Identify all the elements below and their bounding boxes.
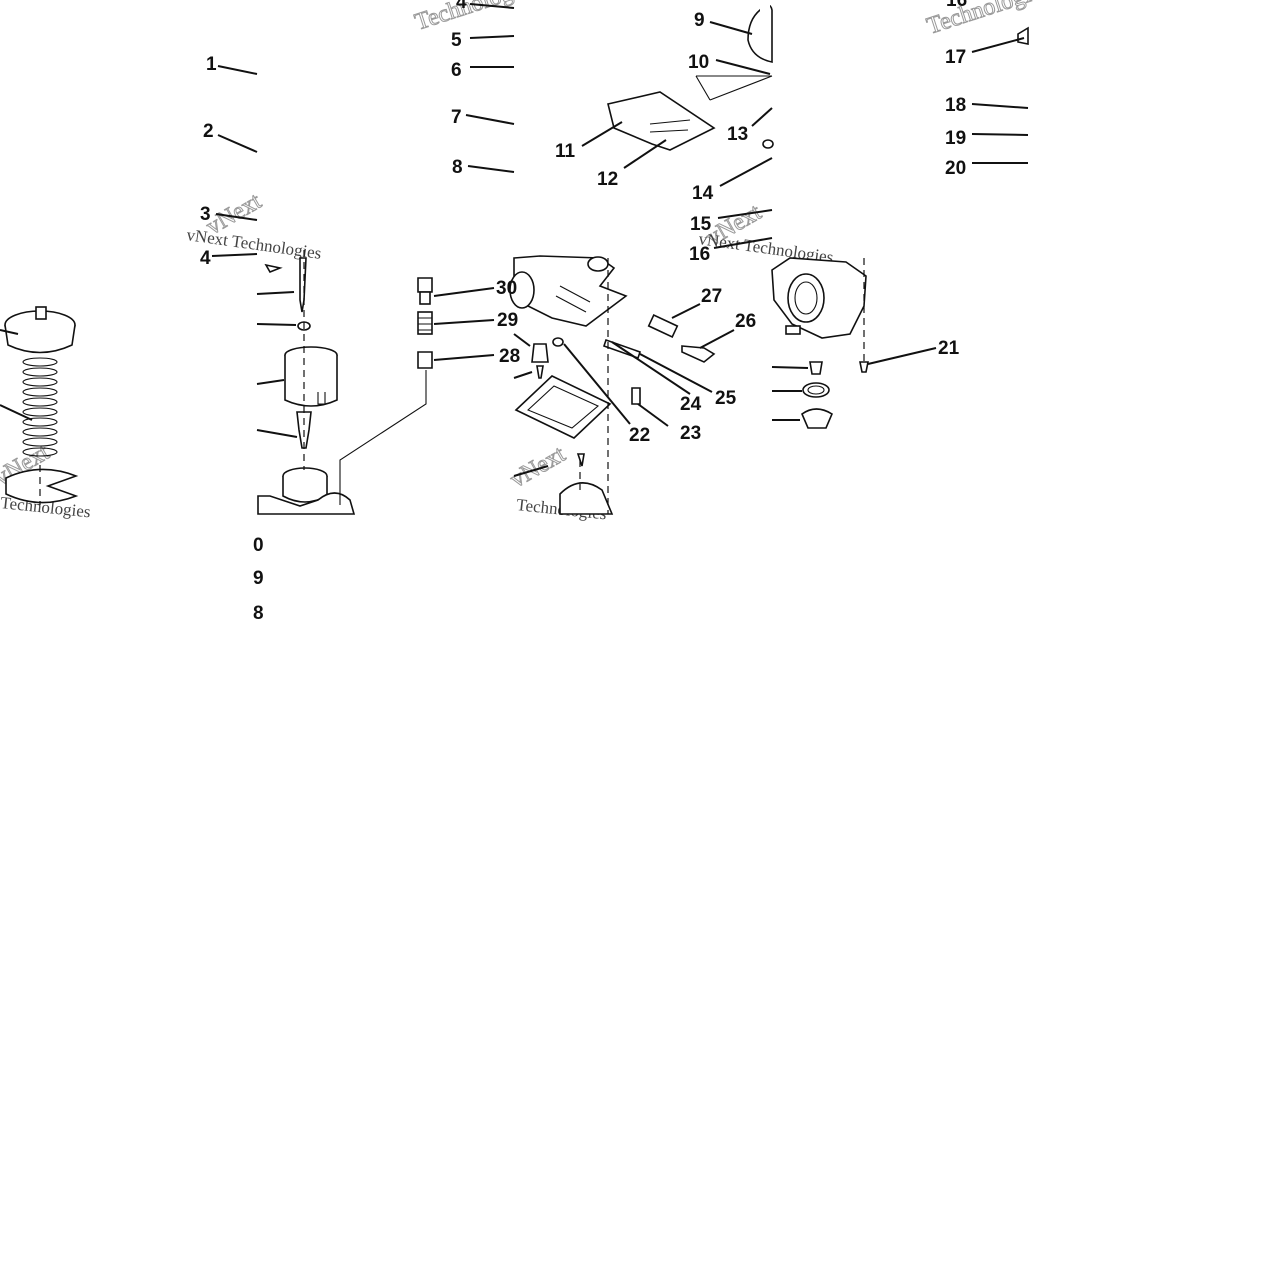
drain-plug [809,361,823,375]
float-bowl-top [559,482,614,515]
callout-20: 20 [945,158,966,179]
callout-14: 14 [692,183,714,204]
callout-6: 6 [451,60,462,81]
callout-17: 17 [945,47,966,68]
o-ring [802,382,830,398]
watermark-technologies: Technologies [924,0,1053,40]
panel-float-bowl [771,26,1029,429]
carb-body-top [257,492,356,515]
callout-layer: 1 2 3 4 4 5 6 7 8 9 10 11 12 13 14 15 16… [200,0,967,624]
callout-30: 30 [496,278,517,299]
callout-2: 2 [203,121,214,142]
callout-29: 29 [497,310,518,331]
callout-18: 18 [945,95,966,116]
panel-carb-body [509,255,735,515]
callout-9: 9 [694,10,705,31]
retaining-plate [5,468,79,504]
callout-25: 25 [715,388,737,409]
callout-16-right: 16 [946,0,967,11]
spring [22,357,58,457]
float-valve [531,343,549,363]
pilot-spring [417,311,433,335]
jet-needle [299,257,307,313]
bowl-gasket [514,375,612,439]
idle-screw [681,345,716,363]
callout-4-top: 4 [456,0,467,13]
pilot-screw [417,277,433,293]
bowl-nut [801,408,834,429]
callout-19: 19 [945,128,966,149]
panel-top-stubs [211,3,515,257]
callout-fragment-8: 8 [253,603,264,624]
callout-12: 12 [597,169,618,190]
callout-15: 15 [690,214,712,235]
cap-body [4,324,76,354]
callout-10: 10 [688,52,709,73]
cap-stud [35,306,47,320]
callout-4: 4 [200,248,211,269]
callout-24: 24 [680,394,702,415]
panel-slide-needle [256,250,495,515]
callout-11: 11 [555,141,576,162]
callout-16: 16 [689,244,710,265]
callout-23: 23 [680,423,701,444]
callout-7: 7 [451,107,462,128]
callout-fragment-9: 9 [253,568,264,589]
callout-5: 5 [451,30,462,51]
watermark-vnext: vNext [506,441,570,493]
main-jet [631,387,641,405]
callout-21: 21 [938,338,960,359]
bowl-screw [859,361,869,373]
diaphragm-plate [607,91,716,151]
callout-8: 8 [452,157,463,178]
crop-mask [240,530,253,630]
callout-22: 22 [629,425,650,446]
panel-spring-cap [0,306,79,505]
pilot-washer [417,351,433,369]
callout-3: 3 [200,204,211,225]
callout-fragment-0: 0 [253,535,264,556]
throttle-slide [284,355,338,407]
callout-27: 27 [701,286,722,307]
callout-26: 26 [735,311,756,332]
callout-13: 13 [727,124,748,145]
idle-spring [647,314,679,338]
callout-1: 1 [206,54,217,75]
callout-28: 28 [499,346,520,367]
